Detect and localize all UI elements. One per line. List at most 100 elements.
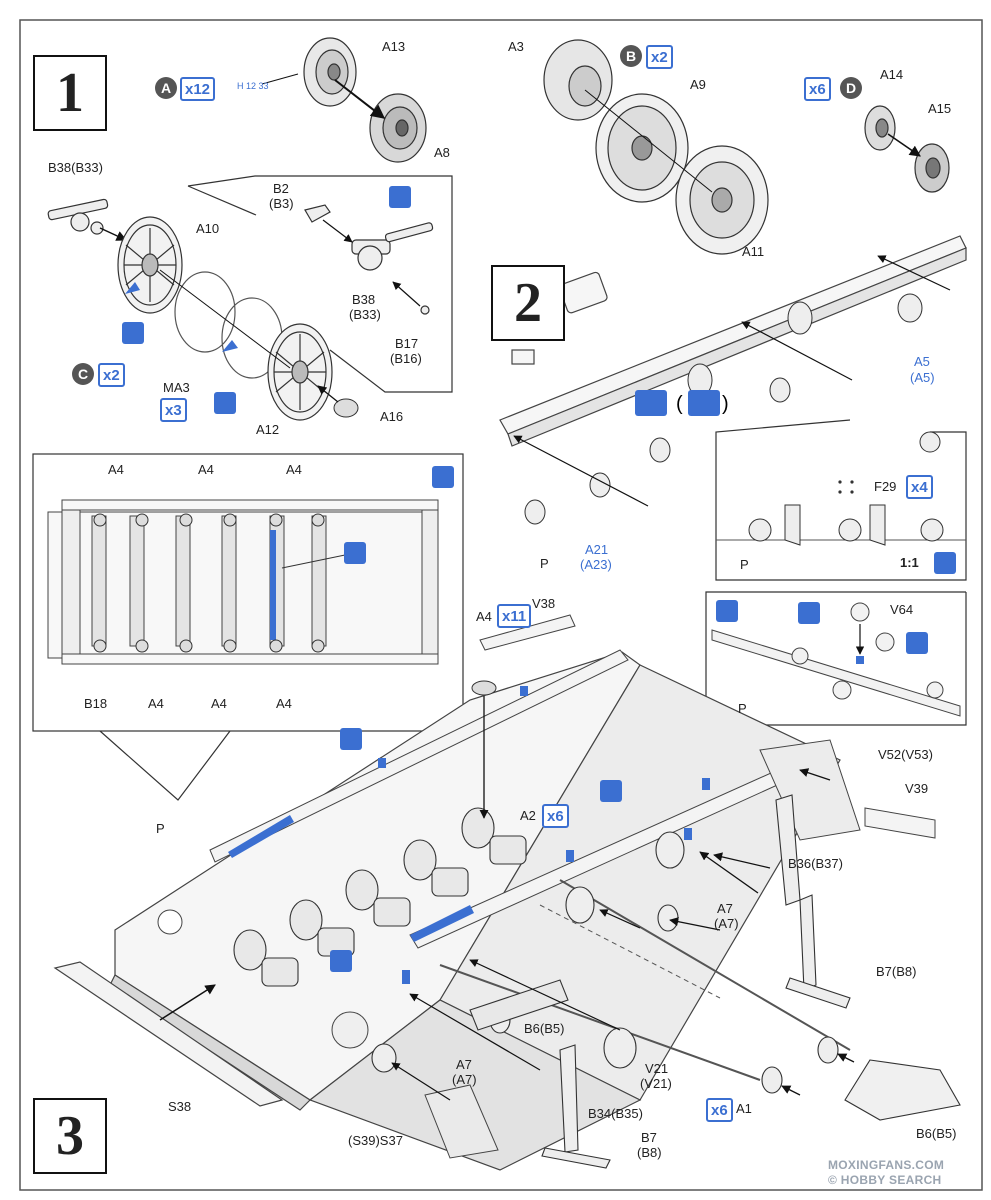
label-a16: A16 <box>380 409 404 424</box>
label-a4-br: A4 <box>276 696 292 711</box>
svg-text:(: ( <box>676 393 683 415</box>
hull-side-rail <box>499 235 967 447</box>
label-v52: V52(V53) <box>878 747 933 762</box>
paint-drop-icon <box>122 322 144 344</box>
watermark-line1: MOXINGFANS.COM <box>828 1158 945 1172</box>
label-a11: A11 <box>742 244 765 259</box>
svg-text:): ) <box>722 393 729 415</box>
step-number-3: 3 <box>33 1098 107 1174</box>
glue-icon-4 <box>432 466 454 488</box>
glue-icon-3 <box>716 600 738 622</box>
label-a15: A15 <box>928 101 952 116</box>
label-b6-b5-cut: B6(B5) <box>916 1126 957 1141</box>
label-a21: A21 <box>585 542 609 557</box>
road-wheel-a13 <box>303 37 357 107</box>
label-a4-main: A4 <box>476 609 492 624</box>
step-number-1: 1 <box>33 55 107 131</box>
watermark-line2: © HOBBY SEARCH <box>828 1173 942 1187</box>
part-group-badge-b: B <box>620 45 642 67</box>
label-v39: V39 <box>905 781 929 796</box>
label-p-inset: P <box>740 557 749 572</box>
label-s39-s37: (S39)S37 <box>348 1133 403 1148</box>
label-b8: (B8) <box>637 1145 662 1160</box>
return-roller-a15 <box>914 143 950 193</box>
label-b34-b35: B34(B35) <box>588 1106 643 1121</box>
label-a4-bl: A4 <box>148 696 164 711</box>
rubber-rings-ma3 <box>174 271 283 379</box>
label-a23: (A23) <box>580 557 612 572</box>
label-a4-tl: A4 <box>108 462 124 477</box>
glue-icon-2 <box>934 552 956 574</box>
part-group-badge-d: D <box>840 77 862 99</box>
label-a7-1-alt: (A7) <box>714 916 739 931</box>
qty-badge-ma3: x3 <box>160 398 187 422</box>
hull-top-view <box>47 499 439 665</box>
side-skirt-s38 <box>53 961 284 1107</box>
label-b7-b8-right: B7(B8) <box>876 964 917 979</box>
label-a10: A10 <box>196 221 220 236</box>
suspension-arm-b38 <box>47 198 109 235</box>
label-a5-alt: (A5) <box>910 370 935 385</box>
label-ma3: MA3 <box>163 380 190 395</box>
qty-badge-a: x12 <box>180 77 216 101</box>
label-a7-2-alt: (A7) <box>452 1072 477 1087</box>
label-a9: A9 <box>690 77 706 92</box>
qty-badge-f29: x4 <box>906 475 933 499</box>
label-f29: F29 <box>874 479 897 494</box>
label-b7: B7 <box>641 1130 657 1145</box>
label-s38: S38 <box>168 1099 192 1114</box>
label-p: P <box>540 556 549 571</box>
paint-area-icon-5 <box>330 950 352 972</box>
label-b6-b5: B6(B5) <box>524 1021 565 1036</box>
label-a7-1: A7 <box>717 901 733 916</box>
idler-wheel-a10 <box>117 216 183 314</box>
label-a1: A1 <box>736 1101 752 1116</box>
idler-wheel-a12 <box>267 323 333 421</box>
label-v21: V21 <box>645 1061 669 1076</box>
label-b17: B17 <box>395 336 419 351</box>
qty-badge-a1: x6 <box>706 1098 733 1122</box>
label-a14: A14 <box>880 67 904 82</box>
paint-area-icon-2 <box>344 542 366 564</box>
paint-area-icon <box>798 602 820 624</box>
label-b33: (B33) <box>349 307 381 322</box>
label-b3: (B3) <box>269 196 294 211</box>
bogie-housings <box>233 807 527 987</box>
label-a7-2: A7 <box>456 1057 472 1072</box>
qty-badge-d: x6 <box>804 77 831 101</box>
label-b18: B18 <box>84 696 108 711</box>
paint-area-icon-4 <box>600 780 622 802</box>
label-b2: B2 <box>273 181 289 196</box>
part-group-badge-c: C <box>72 363 94 385</box>
suspension-detail-assembly <box>304 204 434 315</box>
qty-badge-b: x2 <box>646 45 673 69</box>
label-a4-tm: A4 <box>198 462 214 477</box>
label-a8: A8 <box>434 145 450 160</box>
label-a4-tr: A4 <box>286 462 302 477</box>
label-a3: A3 <box>508 39 524 54</box>
sprocket-ring-a9 <box>595 93 689 203</box>
label-b38: B38 <box>352 292 376 307</box>
sprocket-ring-a11 <box>675 145 769 255</box>
qty-badge-a4: x11 <box>497 604 532 628</box>
label-v38: V38 <box>532 596 556 611</box>
label-a5: A5 <box>914 354 930 369</box>
label-a13: A13 <box>382 39 406 54</box>
paint-codes: H 12 33 <box>237 81 269 91</box>
label-b36: B36(B37) <box>788 856 843 871</box>
plate-s37 <box>424 1084 499 1159</box>
step-number-2: 2 <box>491 265 565 341</box>
paint-drop-icon-2 <box>214 392 236 414</box>
part-group-badge-a: A <box>155 77 177 99</box>
qty-badge-a2: x6 <box>542 804 569 828</box>
scale-label: 1:1 <box>900 555 919 570</box>
drive-sprocket-a3 <box>543 39 613 121</box>
return-roller-a14 <box>864 105 896 151</box>
label-a4-bm: A4 <box>211 696 227 711</box>
qty-badge-c: x2 <box>98 363 125 387</box>
label-v21-alt: (V21) <box>640 1076 672 1091</box>
road-wheel-a8 <box>369 93 427 163</box>
label-b16: (B16) <box>390 351 422 366</box>
